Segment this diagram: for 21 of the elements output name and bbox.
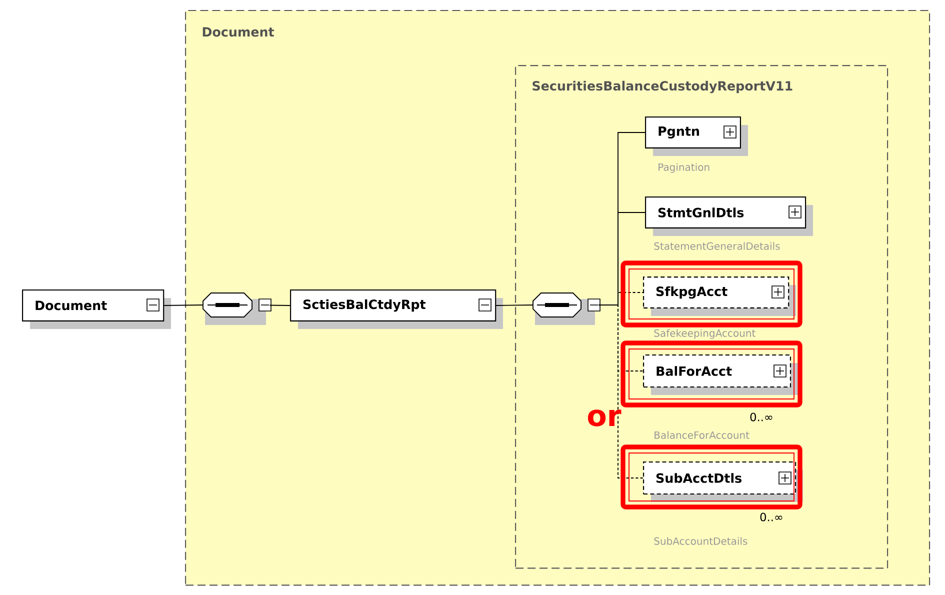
sequence-compositor xyxy=(202,292,272,325)
element-description: SafekeepingAccount xyxy=(654,329,756,339)
element-box: SctiesBalCtdyRpt xyxy=(290,290,503,329)
element-box: StmtGnlDtls xyxy=(645,196,813,236)
sequence-compositor xyxy=(532,292,600,325)
element-description: SubAccountDetails xyxy=(654,537,748,545)
element-description: Pagination xyxy=(658,163,710,173)
element-box: Pgntn xyxy=(645,116,748,156)
connector-line xyxy=(269,304,290,306)
choice-label: or xyxy=(588,410,622,426)
occurrence-label: 0..∞ xyxy=(760,512,782,522)
element-box: BalForAcct xyxy=(643,354,798,395)
element-box: SubAcctDtls xyxy=(643,461,803,502)
occurrence-label: 0..∞ xyxy=(750,412,772,422)
element-description: StatementGeneralDetails xyxy=(654,242,780,250)
element-box: Document xyxy=(22,290,171,329)
connector-line xyxy=(598,304,644,478)
connector-line xyxy=(164,304,204,306)
element-box: SfkpgAcct xyxy=(643,276,796,316)
connector-line xyxy=(496,304,534,306)
element-description: BalanceForAccount xyxy=(654,431,750,439)
